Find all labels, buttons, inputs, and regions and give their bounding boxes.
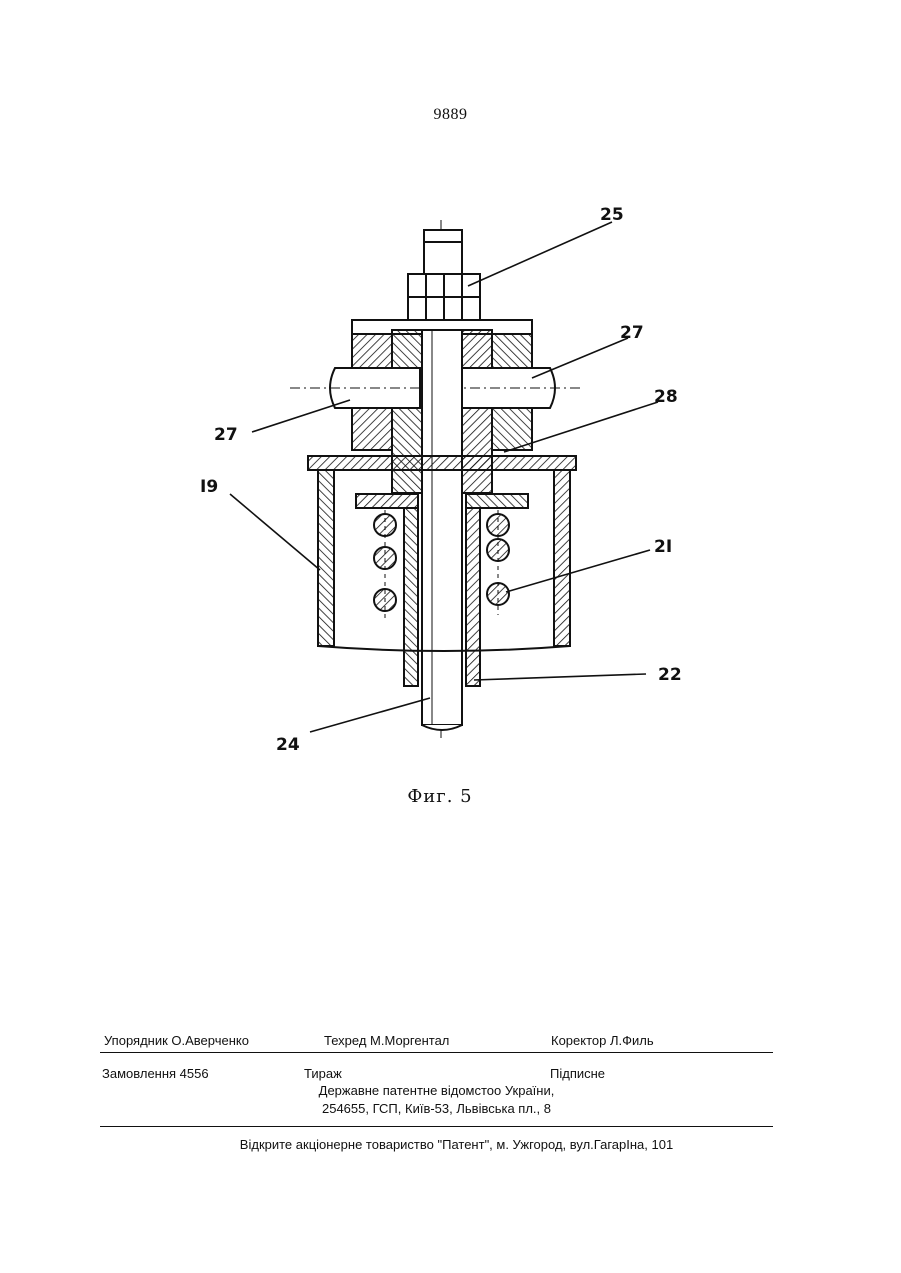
label-21: 2I — [654, 537, 672, 557]
housing-flange — [308, 456, 576, 470]
inner-plate-right — [466, 494, 528, 508]
patent-office-address: 254655, ГСП, Київ-53, Львівська пл., 8 — [100, 1101, 773, 1116]
housing-wall-right — [554, 470, 570, 646]
patent-office: Державне патентне відомстоо України, — [100, 1083, 773, 1098]
credits-row: Упорядник О.Аверченко Техред М.Моргентал… — [100, 1030, 773, 1052]
tech-editor: Техред М.Моргентал — [324, 1033, 449, 1048]
lower-hub-right — [492, 408, 532, 450]
figure-caption: Фиг. 5 — [0, 786, 880, 807]
housing-wall-left — [318, 470, 334, 646]
inner-plate-left — [356, 494, 418, 508]
stud — [424, 230, 462, 276]
subscription: Підписне — [550, 1066, 605, 1081]
label-28: 28 — [654, 387, 678, 407]
label-19: I9 — [200, 477, 218, 497]
lower-hub-left — [352, 408, 392, 450]
label-25: 25 — [600, 205, 624, 225]
corrector: Коректор Л.Филь — [551, 1033, 654, 1048]
sleeve-22-right — [466, 508, 480, 686]
page-number: 9889 — [0, 106, 901, 124]
label-27-right: 27 — [620, 323, 644, 343]
divider-top — [100, 1052, 773, 1053]
order-number: Замовлення 4556 — [102, 1066, 209, 1081]
label-24: 24 — [276, 735, 300, 755]
circulation: Тираж — [304, 1066, 342, 1081]
label-27-left: 27 — [214, 425, 238, 445]
divider-bottom — [100, 1126, 773, 1127]
imprint-footer: Упорядник О.Аверченко Техред М.Моргентал… — [100, 1030, 773, 1142]
technical-drawing: 25 27 27 28 I9 2I 22 24 — [180, 190, 720, 770]
rod-24 — [422, 330, 462, 725]
sleeve-22-left — [404, 508, 418, 686]
printer-line: Відкрите акціонерне товариство "Патент",… — [120, 1137, 793, 1152]
order-row: Замовлення 4556 Тираж Підписне — [100, 1063, 773, 1083]
compiler: Упорядник О.Аверченко — [104, 1033, 249, 1048]
label-22: 22 — [658, 665, 682, 685]
lower-bushing-right — [462, 408, 492, 493]
lower-bushing-left — [392, 408, 422, 493]
